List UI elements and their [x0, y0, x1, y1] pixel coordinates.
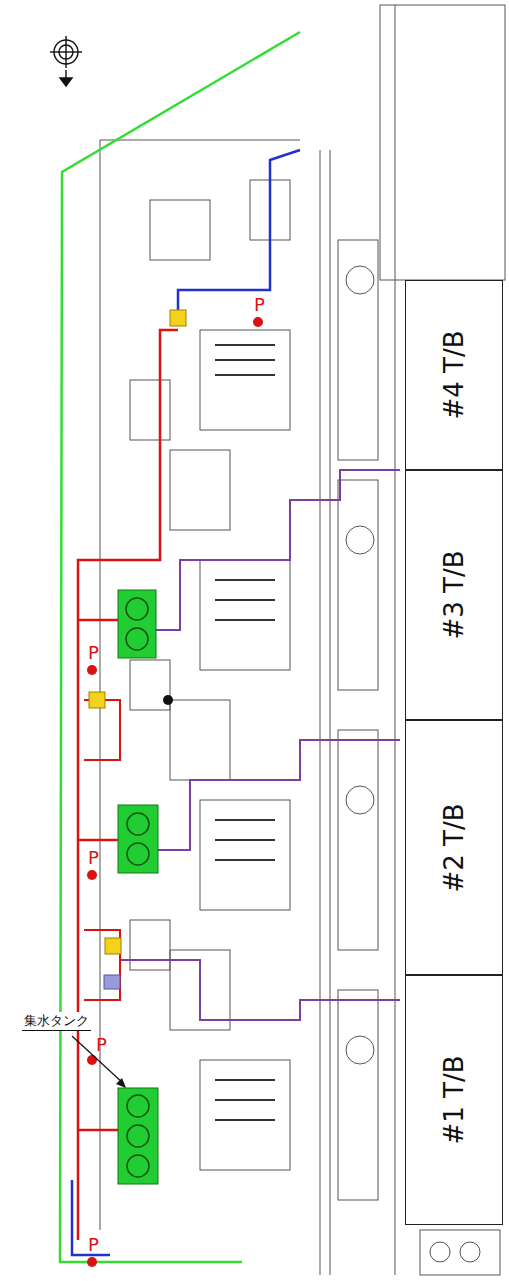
turbine-building: #3 T/B [405, 470, 503, 720]
turbine-building: #1 T/B [405, 975, 503, 1225]
purple-pipe [150, 470, 400, 630]
pump-icon [170, 310, 186, 326]
pump-label: P [88, 1234, 99, 1255]
collection-tank [118, 1088, 158, 1184]
building-name: #2 T/B [439, 803, 469, 892]
leader-arrowhead [116, 1078, 126, 1088]
collection-tank [118, 590, 156, 658]
red-pipe [78, 619, 118, 622]
blue-pipe [178, 150, 300, 318]
red-pipe [84, 700, 120, 760]
pump-icon [89, 692, 105, 708]
building-name: #1 T/B [439, 1055, 469, 1144]
turbine-building: #4 T/B [405, 280, 503, 470]
collection-tank [118, 805, 158, 873]
red-pipe [78, 839, 118, 842]
pump-label: P [88, 847, 99, 868]
plant-detail [100, 5, 505, 1275]
building-name: #3 T/B [439, 550, 469, 639]
building-name: #4 T/B [439, 330, 469, 419]
equipment-icon [104, 975, 120, 989]
area-boundary [60, 32, 300, 1262]
pump-label: P [88, 642, 99, 663]
pump-label: P [96, 1034, 107, 1055]
equipment-hatching [215, 345, 275, 1120]
red-pipe [84, 930, 120, 1000]
tank-label: 集水タンク [22, 1012, 91, 1031]
turbine-building: #2 T/B [405, 720, 503, 975]
pit-dot [163, 695, 173, 705]
red-pipe [78, 1129, 118, 1132]
blue-pipe [72, 1180, 110, 1255]
pump-dot [87, 317, 263, 1267]
red-pipe [78, 330, 178, 1240]
pump-label: P [254, 294, 265, 315]
purple-pipe [120, 960, 400, 1020]
purple-pipe [150, 740, 400, 850]
north-arrow [50, 36, 82, 86]
pump-icon [105, 938, 121, 954]
